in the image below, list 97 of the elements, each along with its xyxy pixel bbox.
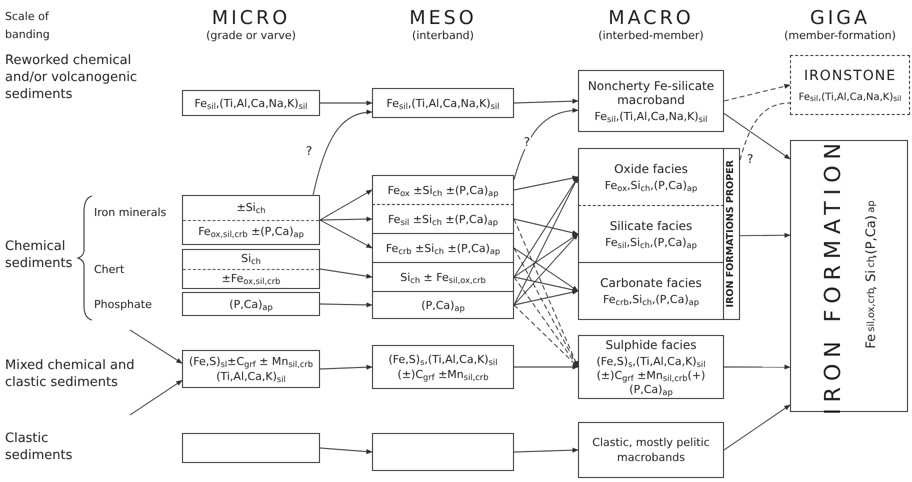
formula-text: Clastic, mostly pelitic macrobands [591, 435, 711, 465]
formula-text: Fe$_{sil}$,(Ti,Al,Ca,Na,K)$_{sil}$ [594, 110, 708, 124]
box-heading: Noncherty Fe-silicate macroband [586, 78, 716, 106]
formula-text: Fe$_{sil}$,(Ti,Al,Ca,Na,K)$_{sil}$ [798, 90, 902, 104]
process-box [578, 422, 724, 478]
arrow [514, 234, 579, 278]
arrow [320, 100, 373, 106]
process-box [372, 175, 514, 205]
arrow [320, 302, 373, 308]
row-label: Reworked chemical and/or volcanogenic sediments [5, 52, 138, 103]
arrow [320, 448, 373, 454]
process-box [372, 345, 514, 389]
arrow [514, 448, 579, 453]
column-subheading: (interbed-member) [597, 28, 705, 44]
formula-text: Fe$_{crb}$ ±Si$_{ch}$ ±(P,Ca)$_{ap}$ [386, 240, 500, 256]
empty-box [182, 433, 320, 463]
formula-text: Fe$_{sil}$,Si$_{ch}$,(P,Ca)$_{ap}$ [605, 236, 697, 250]
formula-text: Fe$_{crb}$,Si$_{ch}$,(P,Ca)$_{ap}$ [603, 292, 699, 306]
arrow [724, 112, 791, 160]
formula-text: Si$_{ch}$ [241, 251, 261, 268]
column-heading: MACRO [607, 6, 695, 30]
process-box [372, 233, 514, 263]
column-heading: MESO [408, 6, 478, 30]
process-box [182, 90, 320, 116]
process-box [578, 70, 724, 132]
group-box [578, 148, 740, 320]
process-box [182, 249, 320, 289]
arrow [130, 380, 183, 416]
process-box [182, 195, 320, 245]
row-label: Scale of banding [5, 9, 51, 43]
box-heading: Sulphide facies [605, 338, 697, 352]
arrow [320, 216, 373, 222]
formula-text: Fe$_{sil}$,(Ti,Al,Ca,Na,K)$_{sil}$ [386, 96, 500, 110]
row-label: Iron minerals [94, 205, 168, 221]
formula-text: (Fe,S)$_{s}$,(Ti,Al,Ca,K)$_{sil}$ (±)C$_{grf}$ ±Mn$_{sil,crb}$(+)(P,Ca)$_{ap}$ [596, 354, 706, 396]
formula-text: (P,Ca)$_{ap}$ [229, 296, 273, 312]
process-box [182, 292, 320, 316]
arrow [514, 218, 579, 236]
arrow [514, 98, 579, 104]
row-label: Clastic sediments [5, 430, 74, 464]
process-box [372, 88, 514, 118]
arrow [514, 108, 579, 180]
process-box [182, 350, 320, 388]
column-subheading: (interband) [411, 28, 475, 44]
formula-text: Fe$_{sil}$,(Ti,Al,Ca,Na,K)$_{sil}$ [194, 96, 308, 110]
arrow [514, 176, 579, 190]
arrow [320, 364, 373, 370]
edge-label: ? [746, 152, 754, 166]
process-box [372, 204, 514, 234]
arrow [514, 304, 578, 368]
arrow [130, 330, 183, 364]
process-box [790, 55, 910, 115]
arrow [514, 364, 579, 370]
box-heading: Oxide facies [614, 162, 688, 176]
empty-box [372, 433, 514, 471]
column-subheading: (member-formation) [783, 28, 897, 44]
formula-text: (P,Ca)$_{ap}$ [421, 298, 465, 312]
box-heading: Silicate facies [610, 218, 692, 232]
arrow [724, 404, 791, 450]
box-heading: Carbonate facies [600, 276, 702, 290]
arrow [740, 232, 791, 238]
column-heading: GIGA [808, 6, 872, 30]
row-label: Chemical sediments [5, 238, 74, 272]
formula-text: ±Si$_{ch}$ [236, 200, 266, 216]
arrow [514, 290, 579, 306]
arrow [724, 84, 791, 102]
process-box [372, 291, 514, 319]
process-box [372, 262, 514, 292]
arrow [514, 248, 579, 292]
process-box [578, 335, 724, 399]
edge-label: ? [304, 144, 314, 158]
arrow [514, 176, 578, 278]
arrow [514, 234, 578, 306]
row-label: Phosphate [94, 297, 153, 313]
box-heading: IRONSTONE [804, 66, 896, 86]
row-label: Mixed chemical and clastic sediments [5, 357, 136, 391]
arrow [320, 268, 373, 279]
column-subheading: (grade or varve) [205, 28, 297, 44]
arrow [724, 364, 791, 370]
column-heading: MICRO [210, 6, 292, 30]
formula-text: Fe$_{ox,sil,crb}$ ±(P,Ca)$_{ap}$ [198, 224, 304, 240]
row-label: Chert [94, 262, 126, 278]
vertical-label: IRON FORMATIONS PROPER [724, 160, 738, 308]
formula-text: Si$_{ch}$ ± Fe$_{sil,ox,crb}$ [400, 270, 486, 284]
formula-text: (Fe,S)$_{sl}$±C$_{grf}$ ± Mn$_{sil,crb}$ (Ti,Al,Ca,K)$_{sil}$ [188, 354, 314, 384]
formula-text: ±Fe$_{ox,sil,crb}$ [222, 270, 280, 287]
formula-text: Fe$_{ox}$ ±Si$_{ch}$ ±(P,Ca)$_{ap}$ [388, 182, 498, 198]
formula-text: Fe$_{sil}$ ±Si$_{ch}$ ±(P,Ca)$_{ap}$ [388, 212, 498, 226]
process-box [790, 140, 908, 412]
process-box [578, 205, 724, 263]
formula-text: (Fe,S)$_{s}$,(Ti,Al,Ca,K)$_{sil}$ (±)C$_{grf}$ ±Mn$_{sil,crb}$ [388, 352, 498, 382]
formula-text: Fe$_{ox}$,Si$_{ch}$,(P,Ca)$_{ap}$ [604, 178, 698, 192]
arrow [312, 110, 373, 196]
arrow [320, 190, 373, 220]
box-heading: IRON FORMATION [820, 137, 847, 415]
edge-label: ? [522, 134, 532, 149]
arrow [320, 220, 373, 248]
